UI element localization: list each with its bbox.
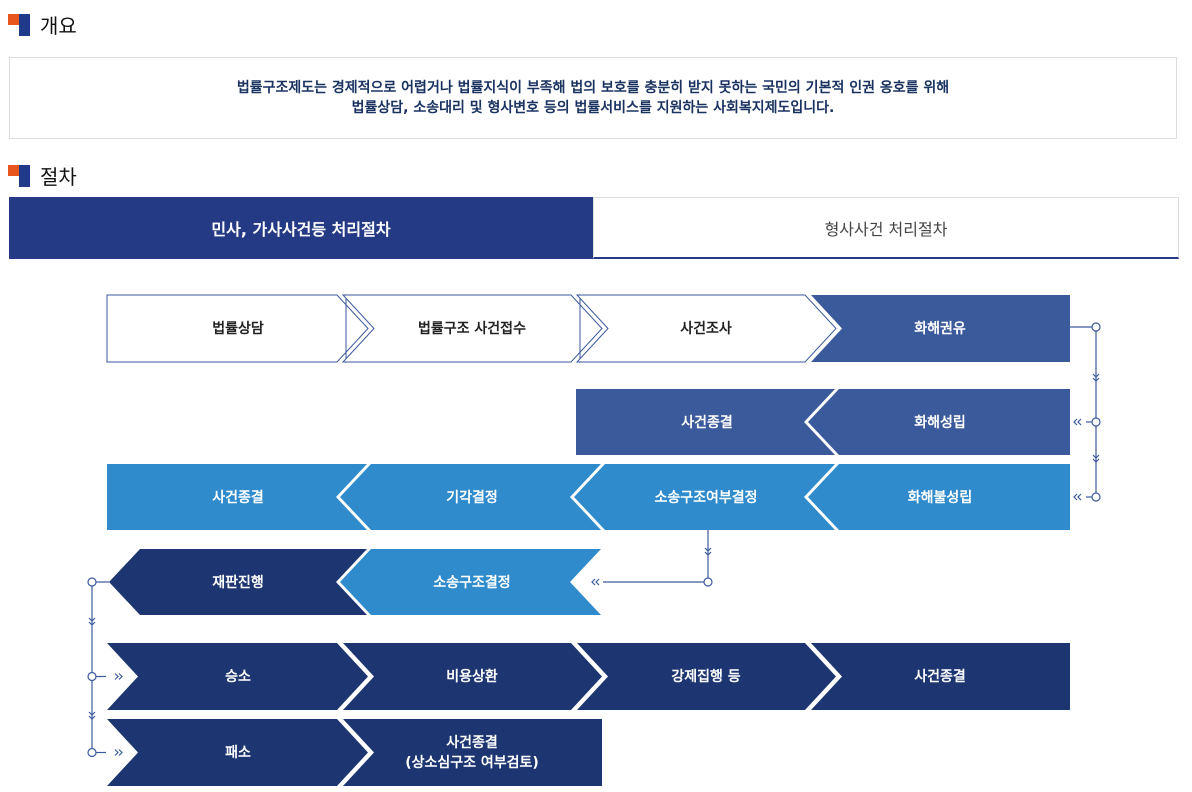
step-case-closed-r5-label: 사건종결 xyxy=(914,668,966,685)
arrow-left-icon xyxy=(1073,418,1082,426)
step-case-investigation xyxy=(575,294,837,363)
step-legal-consultation-label: 법률상담 xyxy=(212,320,264,337)
step-litigation-aid-granted-label: 소송구조결정 xyxy=(433,574,510,591)
step-trial-label: 재판진행 xyxy=(212,574,264,591)
connector-right xyxy=(1070,322,1101,502)
tab-civil[interactable]: 민사, 가사사건등 처리절차 xyxy=(9,197,593,259)
connector-left xyxy=(87,577,109,758)
step-litigation-aid-decision-label: 소송구조여부결정 xyxy=(654,489,757,506)
arrow-left-icon xyxy=(591,578,600,586)
arrow-left-icon xyxy=(1073,493,1082,501)
step-cost-reimbursement-label: 비용상환 xyxy=(446,668,498,685)
step-case-investigation-label: 사건조사 xyxy=(680,320,732,337)
step-loss xyxy=(107,719,368,786)
step-case-intake xyxy=(341,294,603,363)
step-settlement-recommendation xyxy=(811,295,1070,362)
step-litigation-aid-granted xyxy=(340,549,601,615)
step-enforcement-label: 강제집행 등 xyxy=(671,668,740,685)
step-settlement-reached-label: 화해성립 xyxy=(914,415,966,431)
step-case-closed-r3 xyxy=(107,464,367,530)
overview-heading: 개요 xyxy=(8,10,77,39)
step-win-label: 승소 xyxy=(225,669,251,685)
arrow-right-icon xyxy=(114,672,123,681)
step-case-closed-r2-label: 사건종결 xyxy=(681,414,733,431)
step-settlement-reached xyxy=(808,389,1070,455)
step-cost-reimbursement xyxy=(343,643,602,710)
arrow-right-icon xyxy=(114,748,123,757)
overview-title: 개요 xyxy=(40,14,77,38)
step-case-closed-r6-label: 사건종결 xyxy=(446,734,498,751)
step-settlement-failed xyxy=(808,464,1070,530)
step-dismissal xyxy=(340,464,601,530)
step-case-closed-r5 xyxy=(811,643,1070,710)
step-win xyxy=(107,643,368,710)
section-marker-icon xyxy=(8,164,30,187)
step-case-closed-r2 xyxy=(576,389,835,455)
step-trial xyxy=(109,549,367,615)
step-enforcement xyxy=(577,643,836,710)
connector-middle xyxy=(603,530,713,587)
summary-line-2: 법률상담, 소송대리 및 형사변호 등의 법률서비스를 지원하는 사회복지제도입… xyxy=(351,100,835,116)
step-case-closed-r3-label: 사건종결 xyxy=(212,489,264,506)
procedure-heading: 절차 xyxy=(8,161,77,190)
summary-line-1: 법률구조제도는 경제적으로 어렵거나 법률지식이 부족해 법의 보호를 충분히 … xyxy=(236,80,950,96)
procedure-title: 절차 xyxy=(40,165,77,189)
step-loss-label: 패소 xyxy=(225,745,251,761)
step-settlement-recommendation-label: 화해권유 xyxy=(914,321,966,337)
tab-criminal[interactable]: 형사사건 처리절차 xyxy=(593,197,1179,259)
step-settlement-failed-label: 화해불성립 xyxy=(908,490,972,506)
summary-box: 법률구조제도는 경제적으로 어렵거나 법률지식이 부족해 법의 보호를 충분히 … xyxy=(9,57,1177,139)
step-legal-consultation xyxy=(106,294,369,363)
step-case-closed-r6 xyxy=(343,719,602,786)
section-marker-icon xyxy=(8,13,30,36)
step-case-intake-label: 법률구조 사건접수 xyxy=(418,320,526,337)
step-dismissal-label: 기각결정 xyxy=(446,489,498,506)
step-litigation-aid-decision xyxy=(574,464,835,530)
procedure-tabs: 민사, 가사사건등 처리절차 형사사건 처리절차 xyxy=(9,197,1179,259)
step-appeal-review-label: (상소심구조 여부검토) xyxy=(405,754,539,771)
